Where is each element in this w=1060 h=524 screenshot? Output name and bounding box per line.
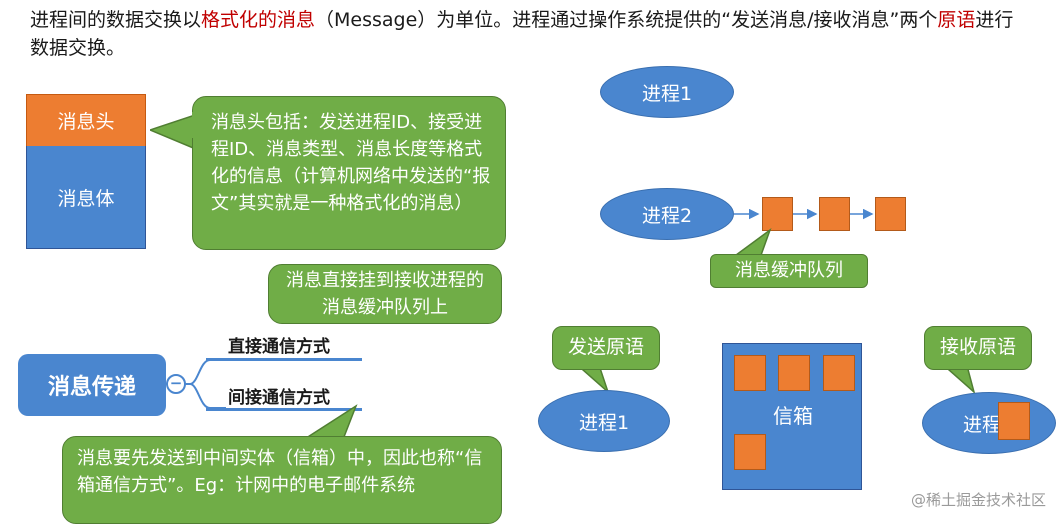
mailbox-label: 信箱 [773, 404, 813, 428]
mindmap-collapse-toggle[interactable]: − [166, 374, 186, 394]
header-description-callout: 消息头包括：发送进程ID、接受进程ID、消息类型、消息长度等格式化的信息（计算机… [192, 96, 506, 250]
receiver-process: 进程 [922, 392, 1056, 454]
message-queue-callout: 消息缓冲队列 [710, 254, 868, 288]
send-primitive-callout: 发送原语 [552, 326, 660, 370]
slide-title: 进程间的数据交换以格式化的消息（Message）为单位。进程通过操作系统提供的“… [30, 6, 1030, 62]
branch-indirect-underline [206, 408, 362, 411]
mailbox-message-3 [823, 355, 855, 391]
mailbox-message-1 [734, 355, 766, 391]
queue-callout-pointer [730, 228, 772, 258]
indirect-description-callout: 消息要先发送到中间实体（信箱）中，因此也称“信箱通信方式”。Eg：计网中的电子邮… [62, 436, 502, 524]
title-part-3: 进行数据交换。 [30, 9, 1014, 59]
direct-description-callout: 消息直接挂到接收进程的消息缓冲队列上 [268, 264, 502, 324]
message-head-block: 消息头 [26, 94, 146, 146]
title-part-2: （Message）为单位。进程通过操作系统提供的“发送消息/接收消息”两个 [315, 9, 938, 31]
process-1-top: 进程1 [600, 66, 734, 118]
watermark: @稀土掘金技术社区 [910, 491, 1046, 509]
queue-arrows [734, 208, 874, 220]
received-message [998, 402, 1030, 440]
queue-message-3 [875, 197, 906, 231]
title-highlight-primitive: 原语 [937, 9, 976, 31]
process-2: 进程2 [600, 188, 734, 240]
title-part-1: 进程间的数据交换以 [30, 9, 202, 31]
queue-message-1 [762, 197, 793, 231]
branch-indirect-communication[interactable]: 间接通信方式 [228, 388, 330, 408]
receive-primitive-callout: 接收原语 [924, 326, 1032, 370]
queue-message-2 [819, 197, 850, 231]
title-highlight-message: 格式化的消息 [201, 9, 316, 31]
sender-process-1: 进程1 [538, 390, 670, 452]
branch-direct-communication[interactable]: 直接通信方式 [228, 337, 330, 357]
mailbox-message-2 [778, 355, 810, 391]
mindmap-root-message-passing[interactable]: 消息传递 [18, 354, 166, 416]
mailbox-message-4 [734, 434, 766, 470]
message-body-block: 消息体 [26, 146, 146, 249]
callout-joint [192, 112, 196, 138]
branch-direct-underline [206, 358, 362, 361]
